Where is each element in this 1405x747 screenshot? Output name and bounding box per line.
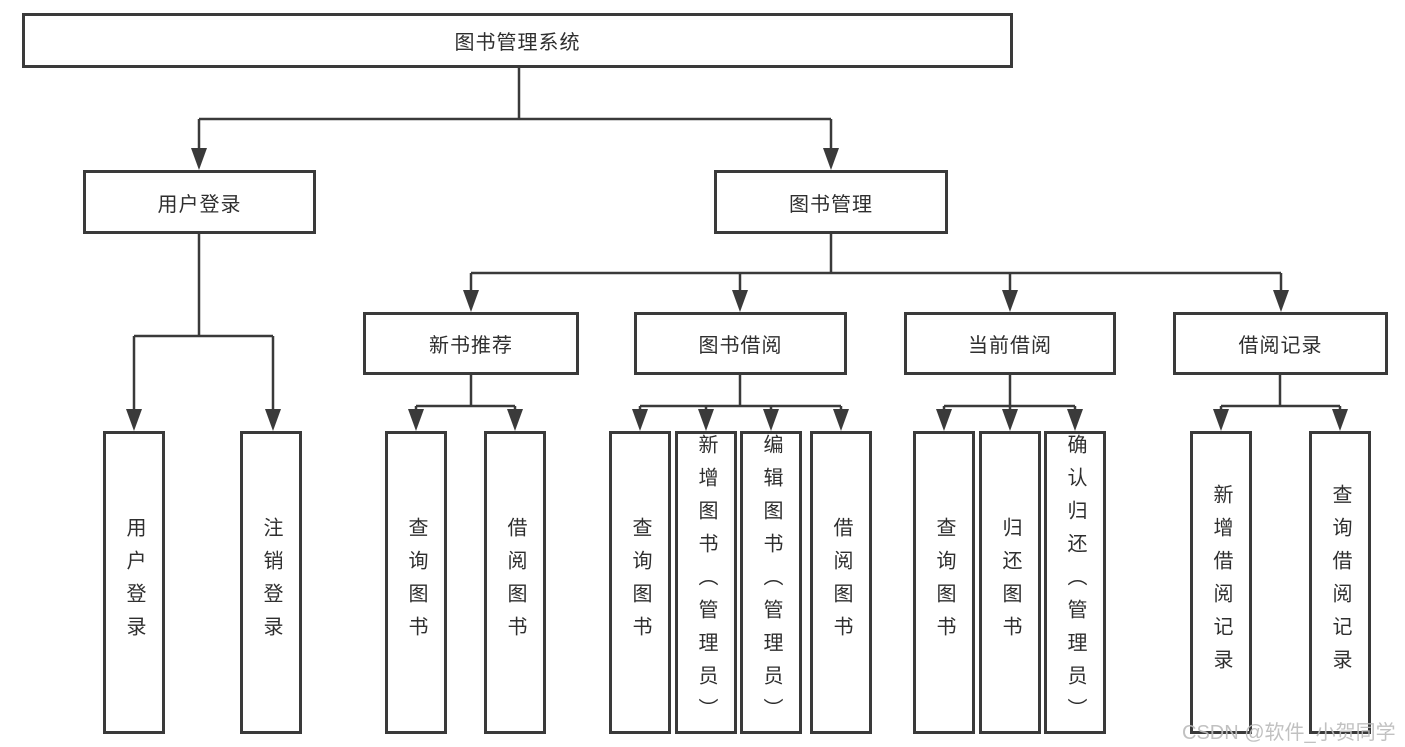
leaf-borrow-books-recommend: 借阅图书 <box>484 431 546 734</box>
node-label: 借阅记录 <box>1238 335 1323 357</box>
connector-userlogin-to-leaves <box>132 234 275 412</box>
arrowhead <box>1067 409 1083 431</box>
node-label: 新书推荐 <box>429 335 513 357</box>
leaf-return-book: 归还图书 <box>979 431 1041 734</box>
node-label: 当前借阅 <box>968 335 1052 357</box>
leaf-add-book-admin: 新增图书（管理员） <box>675 431 737 734</box>
arrowhead <box>1002 409 1018 431</box>
connector-bookmgmt-to-sections <box>469 234 1283 294</box>
node-book-borrow: 图书借阅 <box>634 312 847 375</box>
leaf-borrow-books: 借阅图书 <box>810 431 872 734</box>
leaf-edit-book-admin: 编辑图书（管理员） <box>740 431 802 734</box>
arrowhead <box>408 409 424 431</box>
leaf-label: 查询图书 <box>629 516 651 649</box>
node-book-management: 图书管理 <box>714 170 948 234</box>
arrowhead <box>507 409 523 431</box>
arrowhead <box>265 409 281 431</box>
leaf-logout: 注销登录 <box>240 431 302 734</box>
leaf-query-books-recommend: 查询图书 <box>385 431 447 734</box>
leaf-label: 新增借阅记录 <box>1210 483 1232 682</box>
leaf-user-login: 用户登录 <box>103 431 165 734</box>
node-library-system: 图书管理系统 <box>22 13 1013 68</box>
leaf-label: 查询借阅记录 <box>1329 483 1351 682</box>
csdn-watermark: CSDN @软件_小贺同学 <box>1182 722 1396 744</box>
connector-root-to-level2 <box>197 68 833 152</box>
leaf-query-books-borrow: 查询图书 <box>609 431 671 734</box>
leaf-query-books-current: 查询图书 <box>913 431 975 734</box>
node-label: 图书管理系统 <box>454 32 581 54</box>
arrowhead <box>1002 290 1018 312</box>
node-borrow-records: 借阅记录 <box>1173 312 1388 375</box>
leaf-label: 查询图书 <box>933 516 955 649</box>
arrowhead <box>698 409 714 431</box>
leaf-label: 编辑图书（管理员） <box>760 434 782 731</box>
node-user-login: 用户登录 <box>83 170 316 234</box>
leaf-label: 归还图书 <box>999 516 1021 649</box>
arrowhead <box>763 409 779 431</box>
node-current-borrow: 当前借阅 <box>904 312 1116 375</box>
arrowhead <box>936 409 952 431</box>
arrowhead <box>191 148 207 170</box>
leaf-confirm-return-admin: 确认归还（管理员） <box>1044 431 1106 734</box>
leaf-label: 注销登录 <box>260 516 282 649</box>
arrowhead <box>1273 290 1289 312</box>
node-label: 用户登录 <box>157 193 242 216</box>
arrowhead <box>463 290 479 312</box>
leaf-add-borrow-record: 新增借阅记录 <box>1190 431 1252 734</box>
node-label: 图书借阅 <box>698 335 783 357</box>
leaf-label: 查询图书 <box>405 516 427 649</box>
leaf-label: 借阅图书 <box>830 516 852 649</box>
node-new-book-recommend: 新书推荐 <box>363 312 579 375</box>
arrowhead <box>833 409 849 431</box>
leaf-label: 借阅图书 <box>504 516 526 649</box>
arrowhead <box>126 409 142 431</box>
arrowhead <box>1213 409 1229 431</box>
connector-sections-to-leaves <box>414 375 1342 413</box>
arrowhead <box>632 409 648 431</box>
leaf-label: 新增图书（管理员） <box>695 434 717 731</box>
leaf-label: 用户登录 <box>123 516 145 649</box>
leaf-label: 确认归还（管理员） <box>1064 434 1086 731</box>
node-label: 图书管理 <box>789 193 873 216</box>
arrowhead <box>823 148 839 170</box>
arrowhead <box>732 290 748 312</box>
arrowhead <box>1332 409 1348 431</box>
leaf-query-borrow-record: 查询借阅记录 <box>1309 431 1371 734</box>
